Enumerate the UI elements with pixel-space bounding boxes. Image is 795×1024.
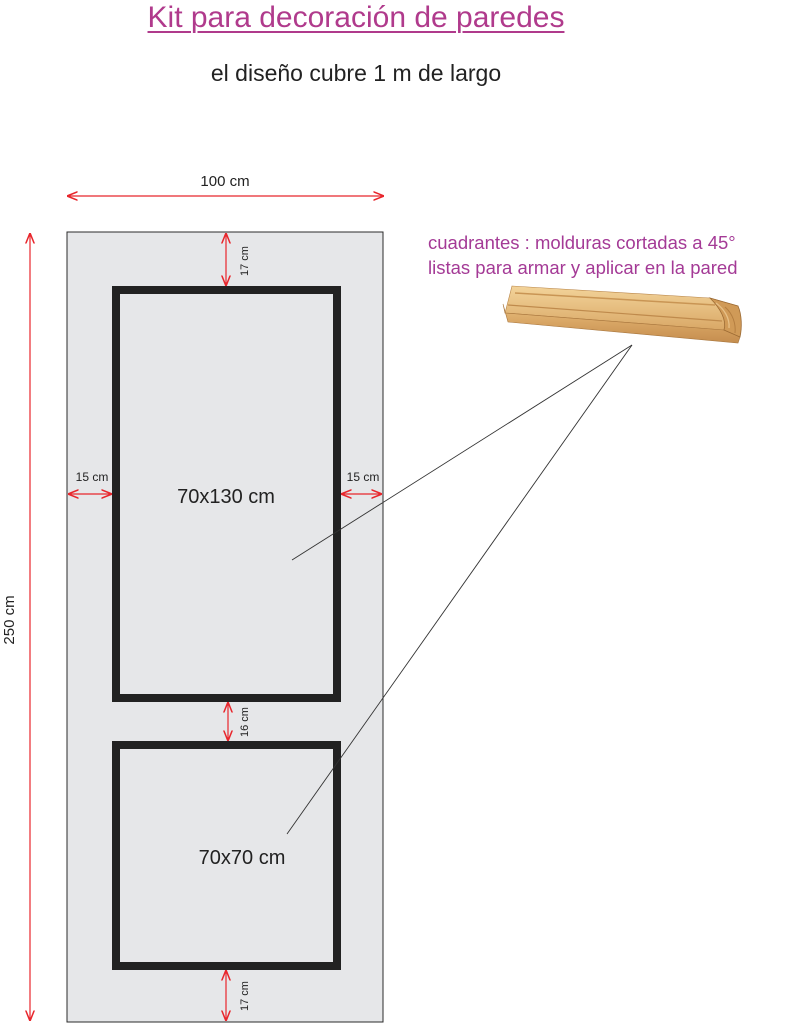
right-gap-label: 15 cm <box>347 470 380 484</box>
molding-note: cuadrantes : molduras cortadas a 45° lis… <box>428 230 795 280</box>
small-frame-label: 70x70 cm <box>199 847 286 869</box>
height-label: 250 cm <box>1 595 18 644</box>
large-frame <box>112 286 341 702</box>
small-frame <box>112 741 341 970</box>
wood-molding-image <box>502 285 742 344</box>
middle-gap-label: 16 cm <box>239 707 251 737</box>
page-title: Kit para decoración de paredes <box>147 1 565 34</box>
molding-note-line-1: cuadrantes : molduras cortadas a 45° <box>428 232 736 253</box>
width-label: 100 cm <box>200 173 249 190</box>
large-frame-label: 70x130 cm <box>177 486 275 508</box>
pointer-line-small-frame <box>286 344 633 835</box>
left-gap-label: 15 cm <box>76 470 109 484</box>
molding-note-line-2: listas para armar y aplicar en la pared <box>428 257 738 278</box>
pointer-line-large-frame <box>291 344 633 561</box>
top-gap-label: 17 cm <box>239 246 251 276</box>
bottom-gap-label: 17 cm <box>239 981 251 1011</box>
page-subtitle: el diseño cubre 1 m de largo <box>210 60 502 86</box>
